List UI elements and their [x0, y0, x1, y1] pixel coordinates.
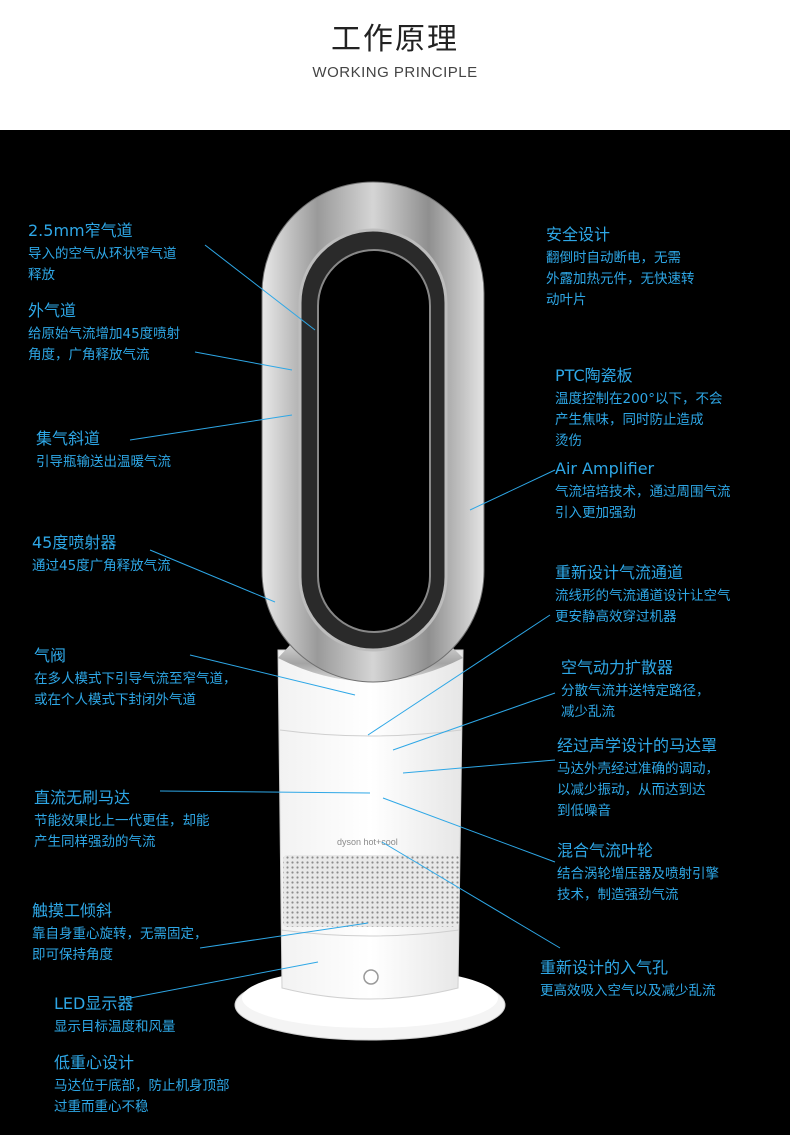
label-led-display: LED显示器 显示目标温度和风量	[54, 994, 176, 1035]
label-redesigned-path: 重新设计气流通道 流线形的气流通道设计让空气 更安静高效穿过机器	[555, 563, 731, 625]
label-touch-tilt: 触摸工倾斜 靠自身重心旋转，无需固定， 即可保持角度	[32, 901, 208, 963]
fan-illustration: dyson hot+cool	[119, 181, 561, 1041]
brand-logo: dyson hot+cool	[337, 837, 398, 847]
page-subtitle: WORKING PRINCIPLE	[312, 64, 478, 81]
label-narrow-airway: 2.5mm窄气道 导入的空气从环状窄气道 释放	[28, 221, 177, 283]
label-intake-holes: 重新设计的入气孔 更高效吸入空气以及减少乱流	[540, 958, 716, 999]
label-safety: 安全设计 翻倒时自动断电，无需 外露加热元件，无快速转 动叶片	[546, 225, 695, 308]
label-ptc: PTC陶瓷板 温度控制在200°以下，不会 产生焦味，同时防止造成 烫伤	[555, 366, 723, 449]
label-air-amplifier: Air Amplifier 气流培培技术，通过周围气流 引入更加强劲	[555, 459, 731, 521]
label-diffuser: 空气动力扩散器 分散气流并送特定路径， 减少乱流	[561, 658, 710, 720]
callout-lines	[119, 244, 561, 1001]
label-air-ramp: 集气斜道 引导瓶输送出温暖气流	[36, 429, 171, 470]
intake-grille	[283, 855, 459, 927]
label-low-center: 低重心设计 马达位于底部，防止机身顶部 过重而重心不稳	[54, 1053, 230, 1115]
product-panel: dyson hot+cool 2.5mm窄气道	[0, 130, 790, 1135]
page-header: 工作原理 WORKING PRINCIPLE	[0, 0, 790, 130]
label-mixed-impeller: 混合气流叶轮 结合涡轮增压器及喷射引擎 技术，制造强劲气流	[557, 841, 719, 903]
label-air-valve: 气阀 在多人模式下引导气流至窄气道， 或在个人模式下封闭外气道	[34, 646, 237, 708]
label-motor-housing: 经过声学设计的马达罩 马达外壳经过准确的调动， 以减少振动，从而达到达 到低噪音	[557, 736, 719, 819]
power-button-icon	[363, 969, 379, 985]
label-brushless-motor: 直流无刷马达 节能效果比上一代更佳，却能 产生同样强劲的气流	[34, 788, 210, 850]
page-title: 工作原理	[331, 22, 459, 57]
fan-body	[277, 649, 464, 1000]
label-outer-airway: 外气道 给原始气流增加45度喷射 角度，广角释放气流	[28, 301, 181, 363]
label-jet-45: 45度喷射器 通过45度广角释放气流	[32, 533, 171, 574]
